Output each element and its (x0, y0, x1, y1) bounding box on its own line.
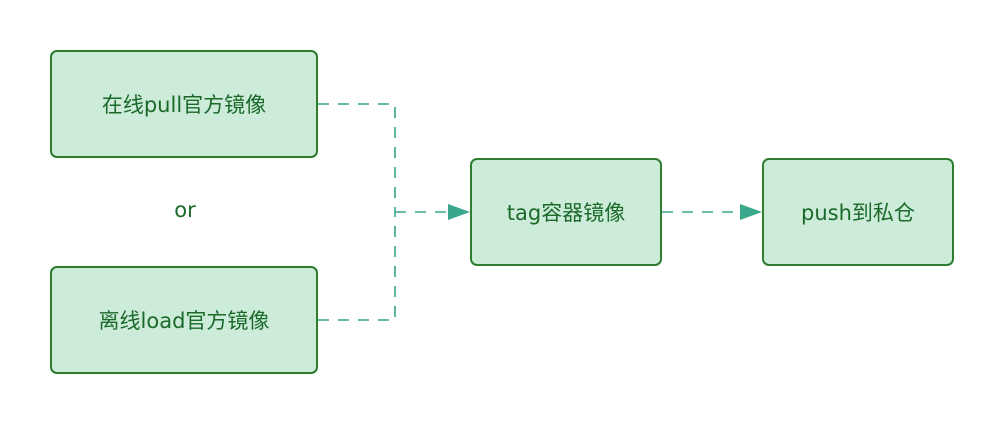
node-tag-image: tag容器镜像 (470, 158, 662, 266)
node-push-registry-label: push到私仓 (801, 201, 915, 225)
edge-offline-to-tag (318, 212, 396, 321)
node-offline-load-label: 离线load官方镜像 (98, 309, 270, 333)
or-label: or (174, 198, 196, 222)
node-push-registry: push到私仓 (762, 158, 954, 266)
node-online-pull: 在线pull官方镜像 (50, 50, 318, 158)
node-tag-image-label: tag容器镜像 (506, 201, 626, 225)
arrowhead-tag (448, 204, 470, 220)
node-online-pull-label: 在线pull官方镜像 (101, 93, 267, 117)
arrowhead-push (740, 204, 762, 220)
edge-online-to-tag (318, 103, 396, 212)
node-offline-load: 离线load官方镜像 (50, 266, 318, 374)
